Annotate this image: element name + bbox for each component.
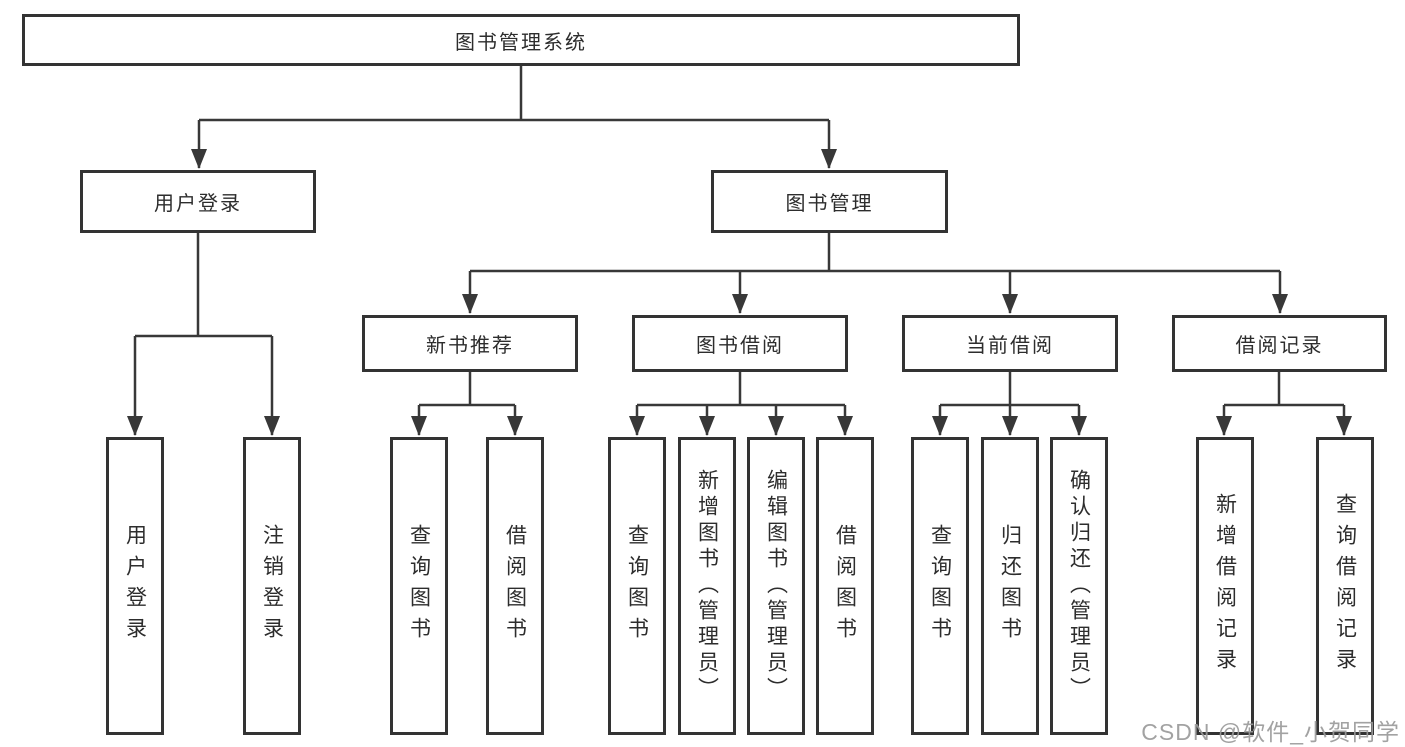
leaf-label: 查询图书 bbox=[928, 524, 952, 648]
connector-user-login-split bbox=[135, 233, 272, 338]
leaf-label: 借阅图书 bbox=[833, 524, 857, 648]
node-root: 图书管理系统 bbox=[22, 14, 1020, 66]
leaf-label: 借阅图书 bbox=[503, 524, 527, 648]
leaf-borrow-books-recommend: 借阅图书 bbox=[486, 437, 544, 735]
node-new-book-recommend: 新书推荐 bbox=[362, 315, 578, 372]
watermark: CSDN @软件_小贺同学 bbox=[1141, 719, 1400, 745]
leaf-query-books-recommend: 查询图书 bbox=[390, 437, 448, 735]
connector-current-borrow-split bbox=[940, 372, 1079, 407]
leaf-add-books-admin: 新增图书（管理员） bbox=[678, 437, 736, 735]
leaf-label: 编辑图书（管理员） bbox=[764, 469, 788, 703]
leaf-confirm-return-admin: 确认归还（管理员） bbox=[1050, 437, 1108, 735]
node-borrow-records: 借阅记录 bbox=[1172, 315, 1387, 372]
leaf-query-borrow-record: 查询借阅记录 bbox=[1316, 437, 1374, 735]
connector-book-management-split bbox=[470, 233, 1280, 273]
leaf-add-borrow-record: 新增借阅记录 bbox=[1196, 437, 1254, 735]
leaf-label: 查询图书 bbox=[625, 524, 649, 648]
leaf-label: 注销登录 bbox=[260, 524, 284, 648]
leaf-label: 查询图书 bbox=[407, 524, 431, 648]
leaf-edit-books-admin: 编辑图书（管理员） bbox=[747, 437, 805, 735]
node-user-login: 用户登录 bbox=[80, 170, 316, 233]
node-book-borrow: 图书借阅 bbox=[632, 315, 848, 372]
leaf-label: 查询借阅记录 bbox=[1333, 493, 1357, 679]
node-book-management: 图书管理 bbox=[711, 170, 948, 233]
node-current-borrow: 当前借阅 bbox=[902, 315, 1118, 372]
leaf-user-login: 用户登录 bbox=[106, 437, 164, 735]
leaf-query-books-current: 查询图书 bbox=[911, 437, 969, 735]
connector-book-borrow-split bbox=[637, 372, 845, 407]
leaf-return-books: 归还图书 bbox=[981, 437, 1039, 735]
connector-root-split bbox=[199, 66, 829, 122]
connector-borrow-records-split bbox=[1224, 372, 1344, 407]
leaf-logout: 注销登录 bbox=[243, 437, 301, 735]
connector-new-book-split bbox=[419, 372, 515, 407]
leaf-query-books-borrow: 查询图书 bbox=[608, 437, 666, 735]
leaf-borrow-books: 借阅图书 bbox=[816, 437, 874, 735]
leaf-label: 归还图书 bbox=[998, 524, 1022, 648]
leaf-label: 确认归还（管理员） bbox=[1067, 469, 1091, 703]
leaf-label: 新增图书（管理员） bbox=[695, 469, 719, 703]
leaf-label: 用户登录 bbox=[123, 524, 147, 648]
leaf-label: 新增借阅记录 bbox=[1213, 493, 1237, 679]
